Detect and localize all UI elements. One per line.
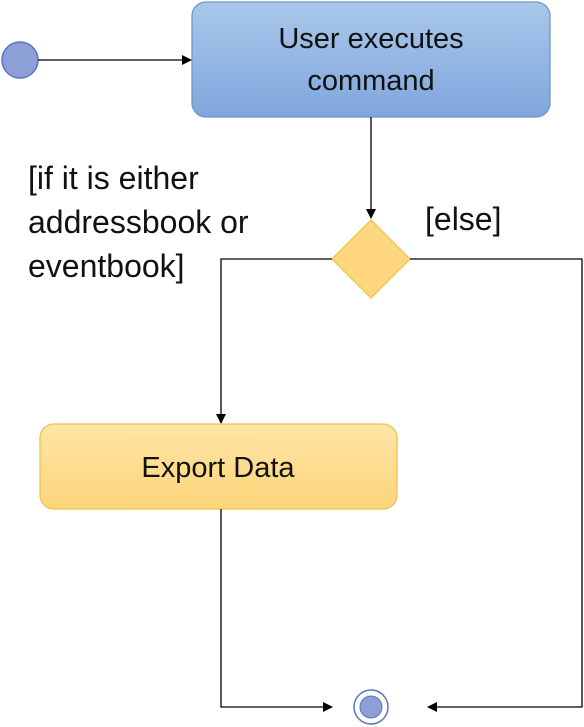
action-export-label: Export Data [141, 452, 295, 484]
guard-left-line-3: eventbook] [28, 248, 185, 284]
action-execute-label-line-1: User executes [278, 23, 463, 55]
initial-node [1, 41, 39, 79]
edge-export-to-end [220, 509, 333, 712]
action-execute-label-line-2: command [307, 65, 434, 97]
guard-right-label: [else] [425, 201, 501, 237]
guard-left-line-2: addressbook or [28, 204, 249, 240]
edge-decision-to-export [216, 258, 332, 424]
action-user-executes-command [191, 1, 551, 118]
guard-left-line-1: [if it is either [28, 160, 199, 196]
action-export-data [39, 423, 398, 510]
decision-node [331, 219, 411, 299]
edge-decision-to-end-else [410, 258, 583, 712]
final-node [353, 689, 389, 725]
